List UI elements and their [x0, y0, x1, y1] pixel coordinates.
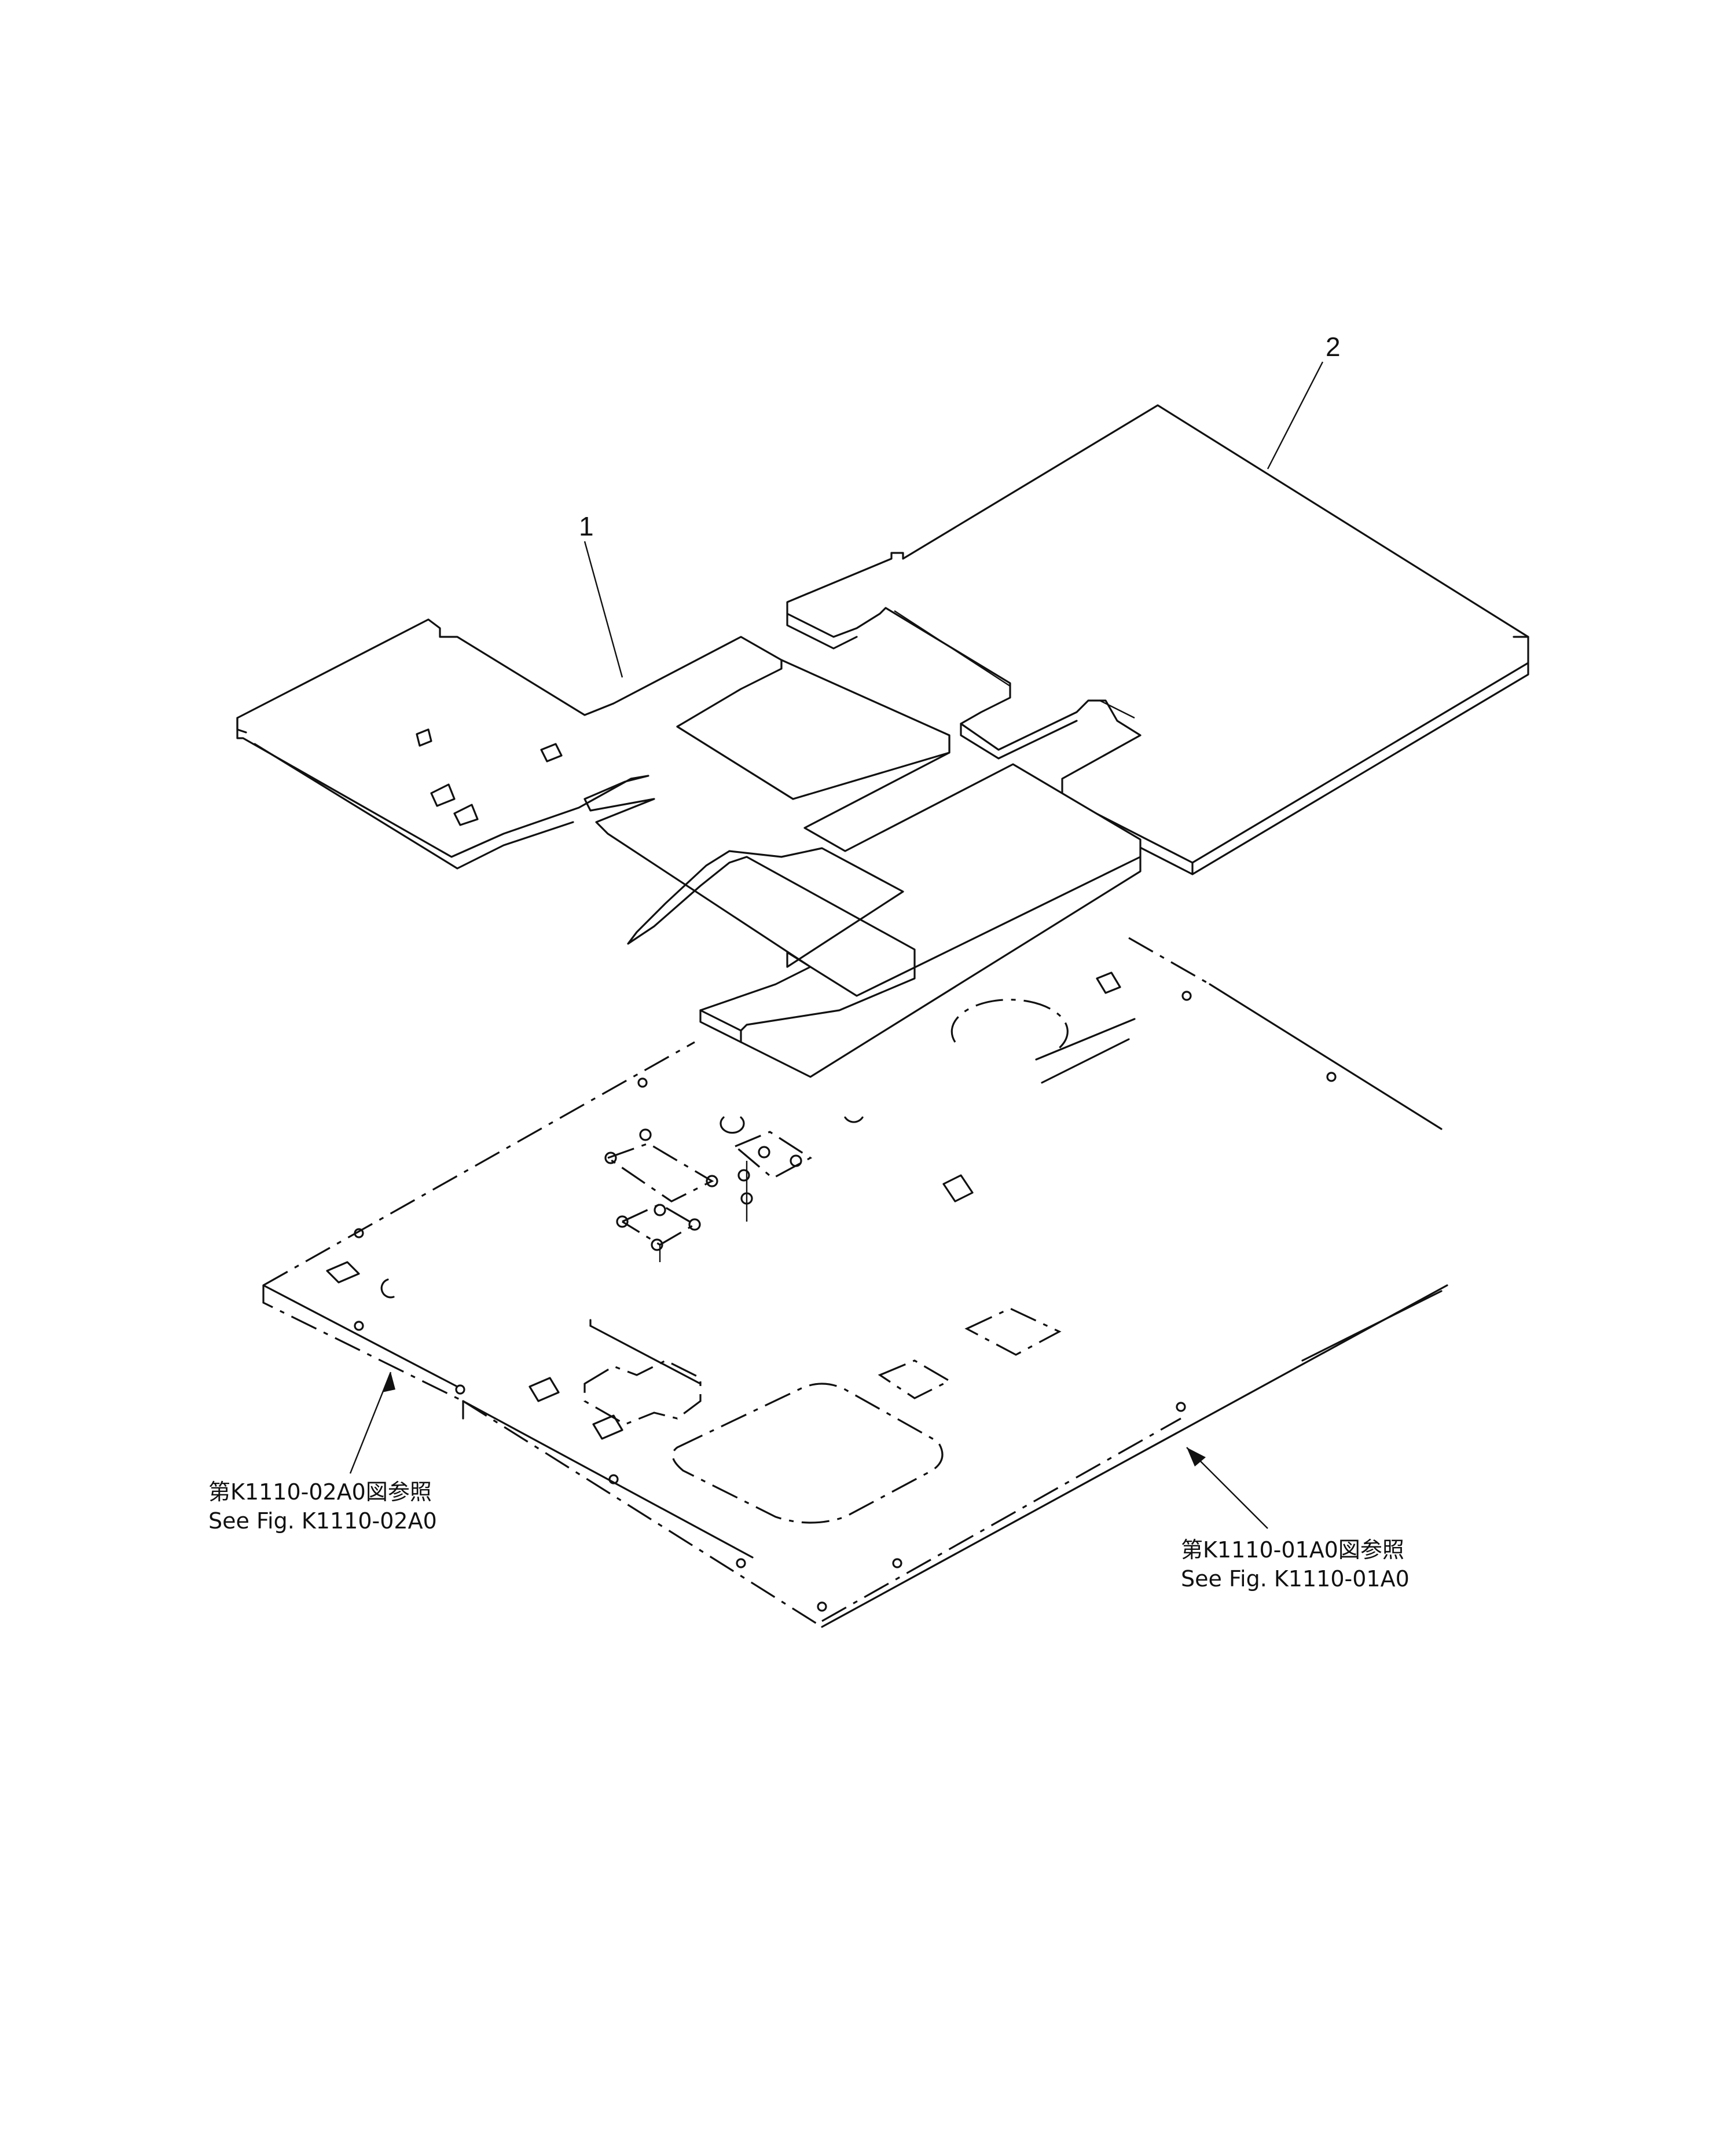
- part-2-floor-mat: [786, 404, 1529, 875]
- callout-2-label: 2: [1326, 332, 1341, 362]
- floor-frame: [262, 937, 1448, 1628]
- callout-2: 2: [1267, 332, 1341, 470]
- reference-right-en: See Fig. K1110-01A0: [1181, 1566, 1410, 1592]
- reference-right: 第K1110-01A0図参照 See Fig. K1110-01A0: [1181, 1537, 1410, 1592]
- ref-arrow-right: [1186, 1447, 1268, 1529]
- reference-right-jp: 第K1110-01A0図参照: [1181, 1537, 1404, 1563]
- reference-left-jp: 第K1110-02A0図参照: [208, 1479, 432, 1505]
- part-1-floor-mat: [236, 618, 1142, 1078]
- callout-1-label: 1: [579, 511, 594, 541]
- ref-arrow-left: [349, 1372, 395, 1474]
- reference-left-en: See Fig. K1110-02A0: [208, 1508, 437, 1534]
- reference-left: 第K1110-02A0図参照 See Fig. K1110-02A0: [208, 1479, 437, 1534]
- callout-1: 1: [579, 511, 623, 678]
